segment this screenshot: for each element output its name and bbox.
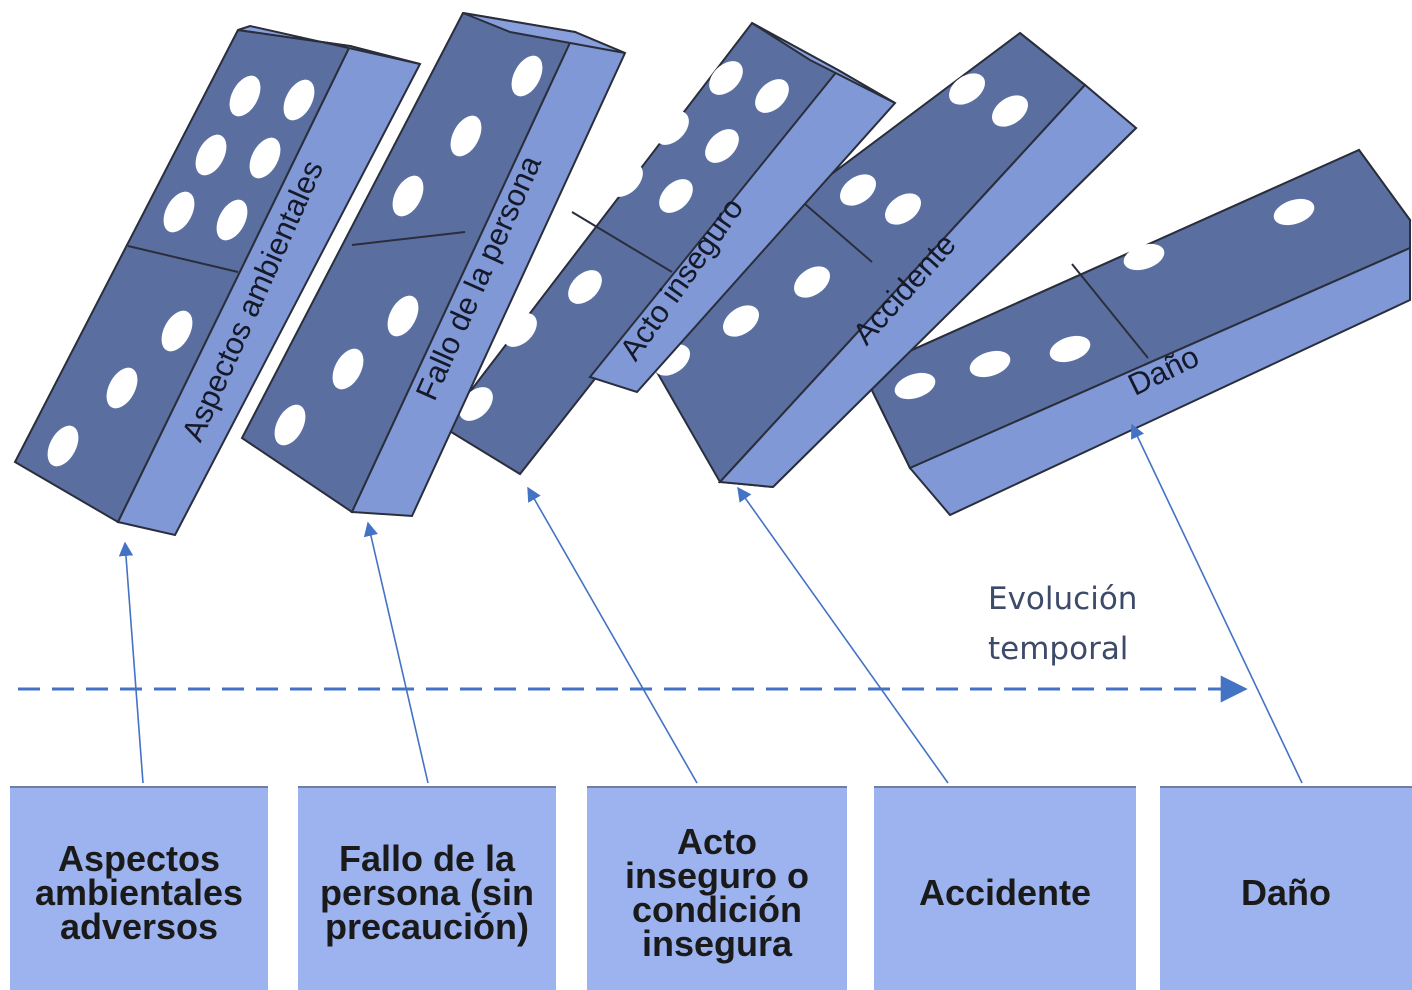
domino-dano-divider xyxy=(1071,263,1149,359)
domino-acto-top xyxy=(751,22,896,104)
box-aspectos-ambientales-adversos: Aspectos ambientales adversos xyxy=(10,786,268,990)
connector-arrow-acto xyxy=(527,486,698,784)
box-label-dano: Daño xyxy=(1241,872,1331,913)
box-label-accidente: Accidente xyxy=(918,872,1092,913)
domino-dano: Daño xyxy=(861,148,1412,517)
timeline-label: Evolución temporal xyxy=(988,581,1138,667)
domino-dano-face xyxy=(861,148,1411,470)
connector-arrow-aspectos xyxy=(118,541,144,784)
domino-accidente-edge xyxy=(717,83,1138,489)
domino-aspectos-divider xyxy=(127,245,239,273)
domino-dano-pips xyxy=(894,198,1315,400)
domino-fallo-pips xyxy=(274,55,543,446)
domino-accidente: Accidente xyxy=(628,31,1138,489)
domino-acto-inseguro: Acto inseguro xyxy=(441,21,897,476)
box-label-fallo: Fallo de la persona (sin precaución) xyxy=(319,838,535,947)
box-label-aspectos: Aspectos ambientales adversos xyxy=(34,838,244,947)
box-accidente: Accidente xyxy=(874,786,1136,990)
domino-fallo-persona: Fallo de la persona xyxy=(240,11,627,518)
box-label-acto: Acto inseguro o condición insegura xyxy=(624,821,809,964)
box-fallo-de-la-persona: Fallo de la persona (sin precaución) xyxy=(298,786,556,990)
connector-arrow-accidente xyxy=(737,486,949,784)
domino-accidente-pips xyxy=(653,73,1029,376)
connector-arrow-fallo xyxy=(363,521,429,784)
domino-accidente-divider xyxy=(797,197,873,263)
domino-fallo-top xyxy=(462,12,626,54)
connector-arrow-dano xyxy=(1131,423,1303,784)
domino-aspectos-pips xyxy=(47,75,315,467)
box-acto-inseguro: Acto inseguro o condición insegura xyxy=(587,786,847,990)
domino-acto-divider xyxy=(571,211,673,273)
domino-fallo-divider xyxy=(351,231,466,246)
domino-dano-side xyxy=(908,246,1411,517)
box-dano: Daño xyxy=(1160,786,1412,990)
domino-aspectos-top xyxy=(237,24,421,65)
